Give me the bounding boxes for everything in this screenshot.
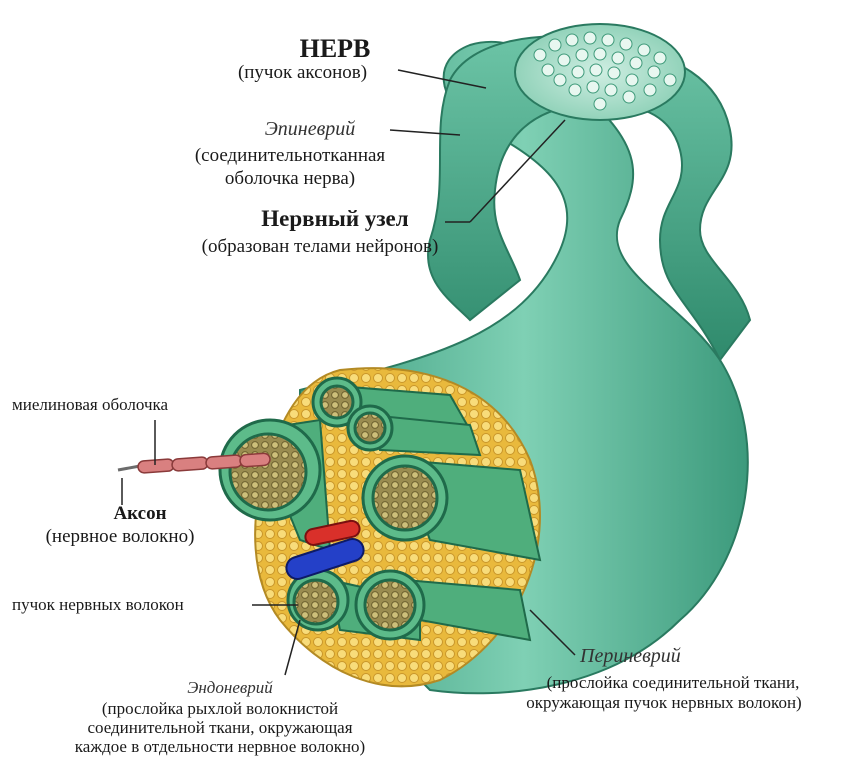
bundle-label: пучок нервных волокон <box>12 595 184 614</box>
epineurium-sub2: оболочка нерва) <box>224 168 356 189</box>
endoneurium-sub3: каждое в отдельности нервное волокно) <box>74 737 366 756</box>
nerve-subtitle: (пучок аксонов) <box>237 62 368 83</box>
myelinated-axon <box>117 452 271 474</box>
endoneurium-sub2: соединительной ткани, окружающая <box>87 718 353 737</box>
epineurium-title: Эпиневрий <box>264 118 356 140</box>
artery <box>304 519 361 546</box>
vein <box>285 538 365 580</box>
endoneurium-title: Эндоневрий <box>187 678 273 697</box>
fascicle-end <box>292 578 340 626</box>
fascicle-ends <box>218 376 449 641</box>
perineurium-title: Периневрий <box>580 645 681 667</box>
fascicle-end <box>319 384 355 420</box>
nerve-title: НЕРВ <box>299 34 371 63</box>
perineurium-sub2: окружающая пучок нервных волокон) <box>526 693 802 712</box>
fascicle-end <box>371 464 439 532</box>
myelin-label: миелиновая оболочка <box>12 395 169 414</box>
ganglion-title: Нервный узел <box>261 206 409 231</box>
endoneurium-sub1: (прослойка рыхлой волокнистой <box>101 699 339 718</box>
ganglion-cells <box>533 31 677 111</box>
fascicle-end <box>228 432 308 512</box>
axon-title: Аксон <box>113 503 167 524</box>
axon-subtitle: (нервное волокно) <box>45 526 195 547</box>
perineurium-sub1: (прослойка соединительной ткани, <box>546 673 800 692</box>
epineurium-sub1: (соединительнотканная <box>194 145 386 166</box>
fascicle-end <box>363 578 417 632</box>
fascicle-end <box>353 411 387 445</box>
leader-lines <box>121 69 576 676</box>
ganglion-subtitle: (образован телами нейронов) <box>201 236 439 257</box>
